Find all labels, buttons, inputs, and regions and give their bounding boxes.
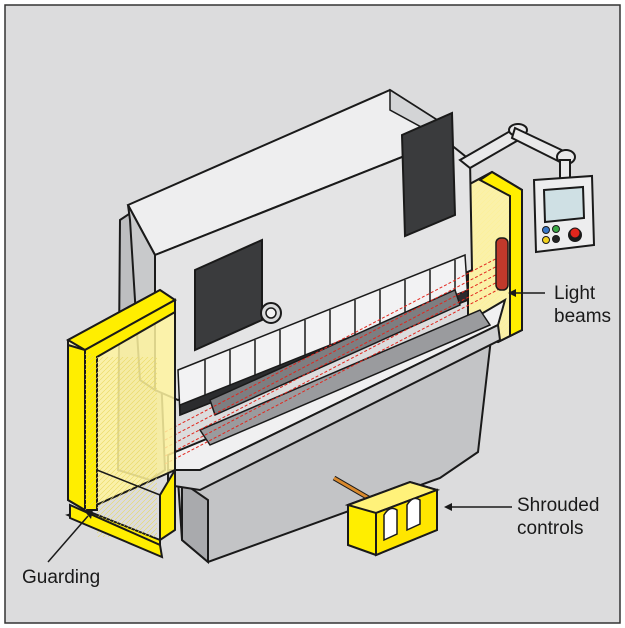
front-guard-cage	[65, 288, 177, 559]
upper-beam-housing	[126, 88, 474, 402]
housing-window-right	[400, 111, 457, 238]
callout-arrows	[47, 289, 545, 563]
label-guarding: Guarding	[22, 567, 101, 588]
rear-guard-panel	[467, 170, 523, 344]
pendant-button-black	[552, 235, 560, 243]
pendant-button-green	[552, 225, 560, 233]
light-emitter	[495, 237, 509, 291]
lower-die	[198, 309, 492, 446]
emergency-stop-button	[569, 227, 581, 239]
pendant-button-blue	[542, 226, 550, 234]
label-light-beams: Light beams	[554, 283, 612, 327]
foot-pedal-right	[406, 497, 421, 532]
pendant-screen	[542, 185, 586, 224]
control-pendant	[532, 174, 596, 254]
pendant-arm	[458, 123, 576, 181]
housing-window-left	[194, 238, 263, 352]
shrouded-foot-controls	[332, 475, 441, 557]
pendant-button-yellow	[542, 236, 550, 244]
label-shrouded-controls: Shrouded controls	[517, 495, 600, 539]
light-beams	[164, 253, 506, 465]
foot-pedal-left	[383, 507, 398, 542]
